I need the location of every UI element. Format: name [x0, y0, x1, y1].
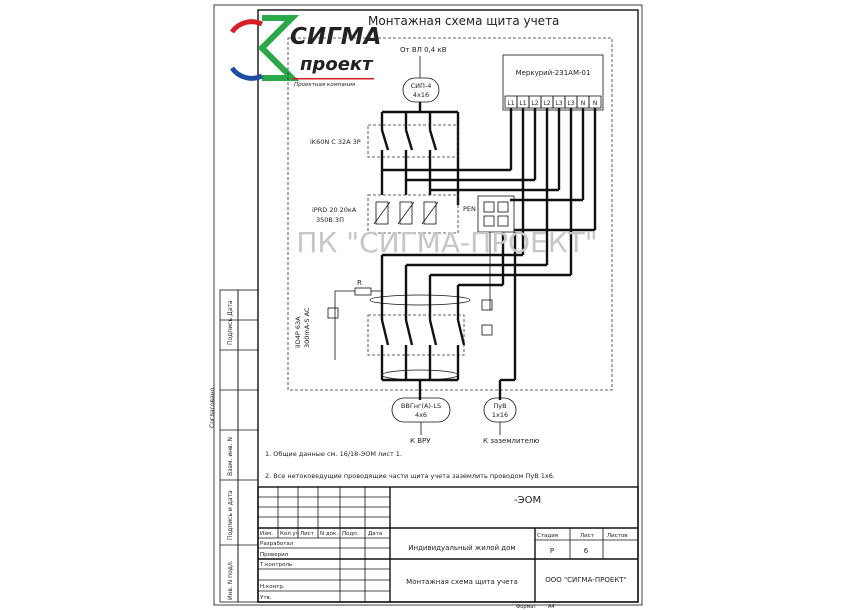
sheets-header: Листов	[607, 533, 628, 539]
spd-label-2: 350В 3П	[316, 216, 344, 224]
spd-label-1: iPRD 20 20кА	[312, 206, 357, 214]
format-value: А4	[548, 604, 555, 610]
rcd-contacts	[380, 319, 515, 400]
sheet-title: Монтажная схема щита учета	[406, 578, 518, 586]
pen-terminal-block	[477, 195, 515, 233]
svg-text:N: N	[581, 100, 586, 107]
stamp-podpis-data: Подпись и дата	[227, 490, 234, 540]
svg-text:L2: L2	[543, 100, 550, 107]
object-name: Индивидуальный жилой дом	[408, 544, 515, 552]
logo-sub: проект	[300, 54, 374, 75]
trip-coil	[481, 299, 493, 311]
resistor-label: R	[357, 279, 362, 287]
output-dest: К ВРУ	[410, 437, 431, 445]
logo-underline	[292, 78, 374, 80]
svg-text:L1: L1	[519, 100, 526, 107]
source-label: От ВЛ 0,4 кВ	[400, 46, 447, 54]
svg-text:L2: L2	[531, 100, 538, 107]
col-ndok: N док.	[320, 531, 338, 537]
watermark: ПК "СИГМА-ПРОЕКТ"	[296, 226, 597, 259]
pen-terminal	[497, 215, 509, 227]
pen-terminal	[497, 201, 509, 213]
role-nkontr: Н.контр.	[260, 584, 285, 590]
meter-box	[502, 54, 604, 111]
pen-terminal	[483, 215, 495, 227]
stamp-inv-podl: Инв. N подл.	[227, 560, 234, 600]
svg-text:L1: L1	[507, 100, 514, 107]
spd-varistors	[373, 201, 439, 225]
stamp-podpis: Подпись	[227, 318, 234, 345]
spd-boundary	[367, 194, 459, 234]
col-data: Дата	[368, 531, 382, 537]
role-tkontrol: Т.контроль	[259, 562, 292, 568]
ground-dest: К заземлителю	[483, 437, 539, 445]
company-name: ООО "СИГМА-ПРОЕКТ"	[545, 576, 627, 584]
note-1: 1. Общие данные см. 16/18-ЭОМ лист 1.	[265, 450, 402, 458]
stage-header: Стадия	[537, 533, 558, 539]
sheet-outline	[213, 4, 643, 606]
role-utv: Утв.	[260, 595, 272, 601]
trip-coil-2	[481, 324, 493, 336]
pen-label: PEN	[463, 205, 476, 213]
breaker-label: iK60N C 32A 3P	[310, 138, 361, 146]
logo-red-arc	[229, 19, 264, 34]
drawing-frame	[257, 9, 639, 603]
logo-name: СИГМА	[290, 24, 381, 50]
format-label: Формат	[516, 604, 536, 610]
resistor	[354, 287, 372, 296]
enclosure-boundary	[287, 37, 613, 391]
col-list: Лист	[300, 531, 315, 537]
rcd-feed	[380, 108, 597, 380]
logo-blue-arc	[229, 66, 264, 81]
stage-value: Р	[550, 547, 554, 555]
left-stamp: Инв. N подл. Подпись и дата Взам. инв. N…	[209, 289, 259, 603]
output-cable-size: 4х6	[415, 411, 427, 419]
input-cable-type: СИП-4	[411, 82, 432, 90]
logo-tagline: Проектная компания	[294, 82, 356, 88]
pen-terminal	[483, 201, 495, 213]
meter-terminals: L1 L1 L2 L2 L3 L3 N N	[504, 95, 602, 109]
svg-text:L3: L3	[567, 100, 574, 107]
ground-cable-size: 1х16	[492, 411, 508, 419]
sheet-number: 6	[584, 547, 589, 555]
sheet-header: Лист	[580, 533, 595, 539]
rcd-label-1: iID4P 63A	[294, 316, 302, 348]
company-logo: СИГМА проект Проектная компания	[229, 15, 381, 88]
rcd-label-group: iID4P 63A 300mA-S AC	[294, 307, 311, 348]
meter-name: Меркурий-231АМ-01	[516, 69, 591, 77]
current-transformer	[369, 294, 471, 306]
note-2: 2. Все нетоковедущие проводящие части щи…	[265, 472, 555, 480]
meter-wiring	[382, 108, 585, 202]
stamp-soglasovano: Согласовано	[209, 387, 216, 428]
title-block: Изм. Кол.уч Лист N док. Подп. Дата Разра…	[257, 486, 639, 603]
col-izm: Изм.	[260, 531, 273, 537]
drawing-title: Монтажная схема щита учета	[368, 14, 559, 28]
ground-cable-type: ПуВ	[493, 402, 506, 410]
col-podp: Подп.	[342, 531, 359, 537]
drawing-code: -ЭОМ	[514, 495, 541, 506]
col-kolich: Кол.уч	[280, 531, 299, 537]
stamp-data: Дата	[227, 300, 234, 316]
breaker-contacts	[380, 129, 438, 195]
svg-text:L3: L3	[555, 100, 562, 107]
output-cable-type: ВВГнг(А)-LS	[401, 402, 441, 410]
role-proveril: Проверил	[260, 552, 289, 558]
test-button	[327, 307, 339, 319]
input-cable-size: 4х16	[413, 91, 429, 99]
breaker-boundary	[367, 124, 459, 158]
logo-sigma-mark	[257, 15, 300, 81]
rcd-label-2: 300mA-S AC	[303, 307, 311, 348]
svg-text:N: N	[593, 100, 598, 107]
role-razrabotal: Разработал	[260, 541, 294, 547]
rcd-boundary	[367, 314, 465, 356]
stamp-vzam-inv: Взам. инв. N	[227, 437, 234, 476]
output-ring	[381, 369, 459, 381]
